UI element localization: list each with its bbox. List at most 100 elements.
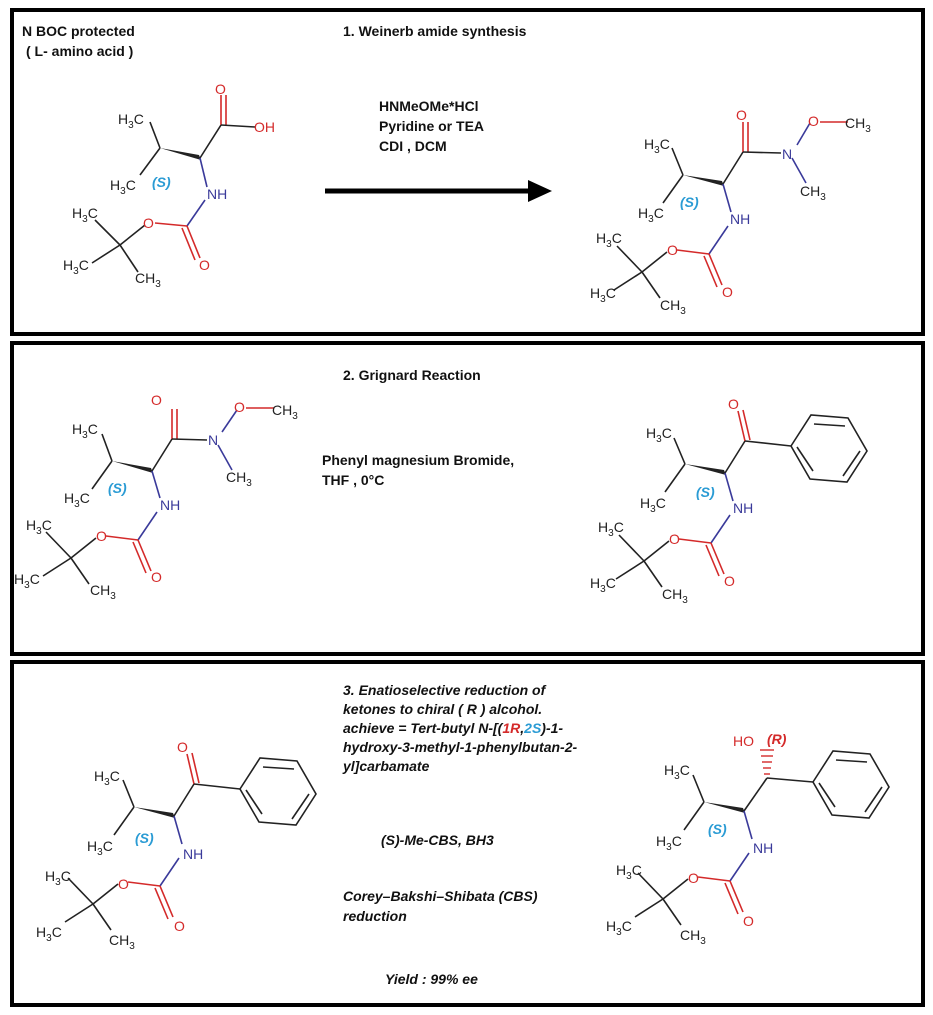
svg-text:NH: NH xyxy=(753,840,773,856)
step-3-desc-line-2: ketones to chiral ( R ) alcohol. xyxy=(343,701,543,717)
step-3-desc-line-4: hydroxy-3-methyl-1-phenylbutan-2- xyxy=(343,739,578,755)
desc-suffix: )-1- xyxy=(541,720,564,736)
cbs-name-line-2: reduction xyxy=(343,908,407,924)
svg-text:NH: NH xyxy=(207,186,227,202)
grignard-reagent: Phenyl magnesium Bromide, xyxy=(322,452,515,468)
svg-text:H3C: H3C xyxy=(72,421,98,441)
reagent-1: HNMeOMe*HCl xyxy=(379,98,479,114)
svg-text:H3C: H3C xyxy=(596,230,622,250)
svg-text:N: N xyxy=(208,432,218,448)
svg-text:O: O xyxy=(151,569,162,585)
svg-text:H3C: H3C xyxy=(64,490,90,510)
svg-text:O: O xyxy=(669,531,680,547)
svg-text:O: O xyxy=(174,918,185,934)
svg-text:O: O xyxy=(736,107,747,123)
svg-text:H3C: H3C xyxy=(36,924,62,944)
svg-text:H3C: H3C xyxy=(94,768,120,788)
hydroxyl-label: HO xyxy=(733,733,754,749)
svg-text:O: O xyxy=(728,396,739,412)
step-3-desc-line-5: yl]carbamate xyxy=(343,758,430,774)
svg-text:H3C: H3C xyxy=(63,257,89,277)
svg-text:H3C: H3C xyxy=(664,762,690,782)
svg-text:H3C: H3C xyxy=(616,862,642,882)
reagent-2: Pyridine or TEA xyxy=(379,118,485,134)
svg-text:O: O xyxy=(688,870,699,886)
svg-text:H3C: H3C xyxy=(656,833,682,853)
yield-label: Yield : 99% ee xyxy=(385,971,478,987)
svg-text:CH3: CH3 xyxy=(800,183,826,203)
svg-text:(S): (S) xyxy=(696,484,715,500)
svg-text:CH3: CH3 xyxy=(109,932,135,952)
svg-text:O: O xyxy=(808,113,819,129)
svg-text:(S): (S) xyxy=(680,194,699,210)
heading-l-amino-acid: ( L- amino acid ) xyxy=(26,43,134,59)
svg-text:O: O xyxy=(722,284,733,300)
panel-step-1 xyxy=(10,8,925,336)
step-3-desc-line-1: 3. Enatioselective reduction of xyxy=(343,682,546,698)
svg-text:OH: OH xyxy=(254,119,275,135)
step-2-title: 2. Grignard Reaction xyxy=(343,367,481,383)
heading-boc-protected: N BOC protected xyxy=(22,23,135,39)
svg-text:H3C: H3C xyxy=(590,285,616,305)
step-1-title: 1. Weinerb amide synthesis xyxy=(343,23,527,39)
desc-comma: , xyxy=(520,720,525,736)
svg-text:CH3: CH3 xyxy=(272,402,298,422)
svg-text:NH: NH xyxy=(733,500,753,516)
desc-config-2s: 2S xyxy=(524,720,542,736)
stereo-label-s: (S) xyxy=(152,174,171,190)
svg-text:O: O xyxy=(143,215,154,231)
desc-config-1r: 1R xyxy=(502,720,521,736)
reagent-3: CDI , DCM xyxy=(379,138,447,154)
svg-text:CH3: CH3 xyxy=(660,297,686,317)
cbs-name-line-1: Corey–Bakshi–Shibata (CBS) xyxy=(343,888,538,904)
svg-text:H3C: H3C xyxy=(14,571,40,591)
svg-text:O: O xyxy=(118,876,129,892)
svg-text:(S): (S) xyxy=(108,480,127,496)
svg-text:O: O xyxy=(724,573,735,589)
svg-text:H3C: H3C xyxy=(45,868,71,888)
svg-text:H3C: H3C xyxy=(72,205,98,225)
panel-step-2 xyxy=(10,341,925,656)
stereo-label-r: (R) xyxy=(767,731,787,747)
svg-text:H3C: H3C xyxy=(606,918,632,938)
svg-text:O: O xyxy=(151,392,162,408)
svg-text:NH: NH xyxy=(160,497,180,513)
svg-text:H3C: H3C xyxy=(644,136,670,156)
svg-text:NH: NH xyxy=(730,211,750,227)
grignard-conditions: THF , 0°C xyxy=(322,472,385,488)
svg-text:H3C: H3C xyxy=(646,425,672,445)
svg-text:O: O xyxy=(96,528,107,544)
svg-text:CH3: CH3 xyxy=(226,469,252,489)
desc-prefix: achieve = Tert-butyl N-[( xyxy=(343,720,503,736)
svg-text:CH3: CH3 xyxy=(90,582,116,602)
svg-text:O: O xyxy=(667,242,678,258)
svg-text:(S): (S) xyxy=(135,830,154,846)
svg-text:(S): (S) xyxy=(708,821,727,837)
svg-text:O: O xyxy=(177,739,188,755)
svg-text:H3C: H3C xyxy=(638,205,664,225)
arrow-step-1 xyxy=(325,180,552,202)
svg-text:CH3: CH3 xyxy=(662,586,688,606)
step-3-desc-line-3: achieve = Tert-butyl N-[(1R,2S)-1- xyxy=(343,719,563,737)
svg-text:H3C: H3C xyxy=(118,111,144,131)
svg-text:H3C: H3C xyxy=(640,495,666,515)
svg-text:H3C: H3C xyxy=(590,575,616,595)
svg-text:O: O xyxy=(199,257,210,273)
svg-text:CH3: CH3 xyxy=(680,927,706,947)
svg-text:O: O xyxy=(215,81,226,97)
svg-text:H3C: H3C xyxy=(110,177,136,197)
svg-text:H3C: H3C xyxy=(26,517,52,537)
svg-text:CH3: CH3 xyxy=(135,270,161,290)
panel-step-3 xyxy=(10,660,925,1007)
svg-text:N: N xyxy=(782,146,792,162)
svg-text:O: O xyxy=(234,399,245,415)
cbs-reagent: (S)-Me-CBS, BH3 xyxy=(381,832,494,848)
svg-text:H3C: H3C xyxy=(598,519,624,539)
svg-text:CH3: CH3 xyxy=(845,115,871,135)
